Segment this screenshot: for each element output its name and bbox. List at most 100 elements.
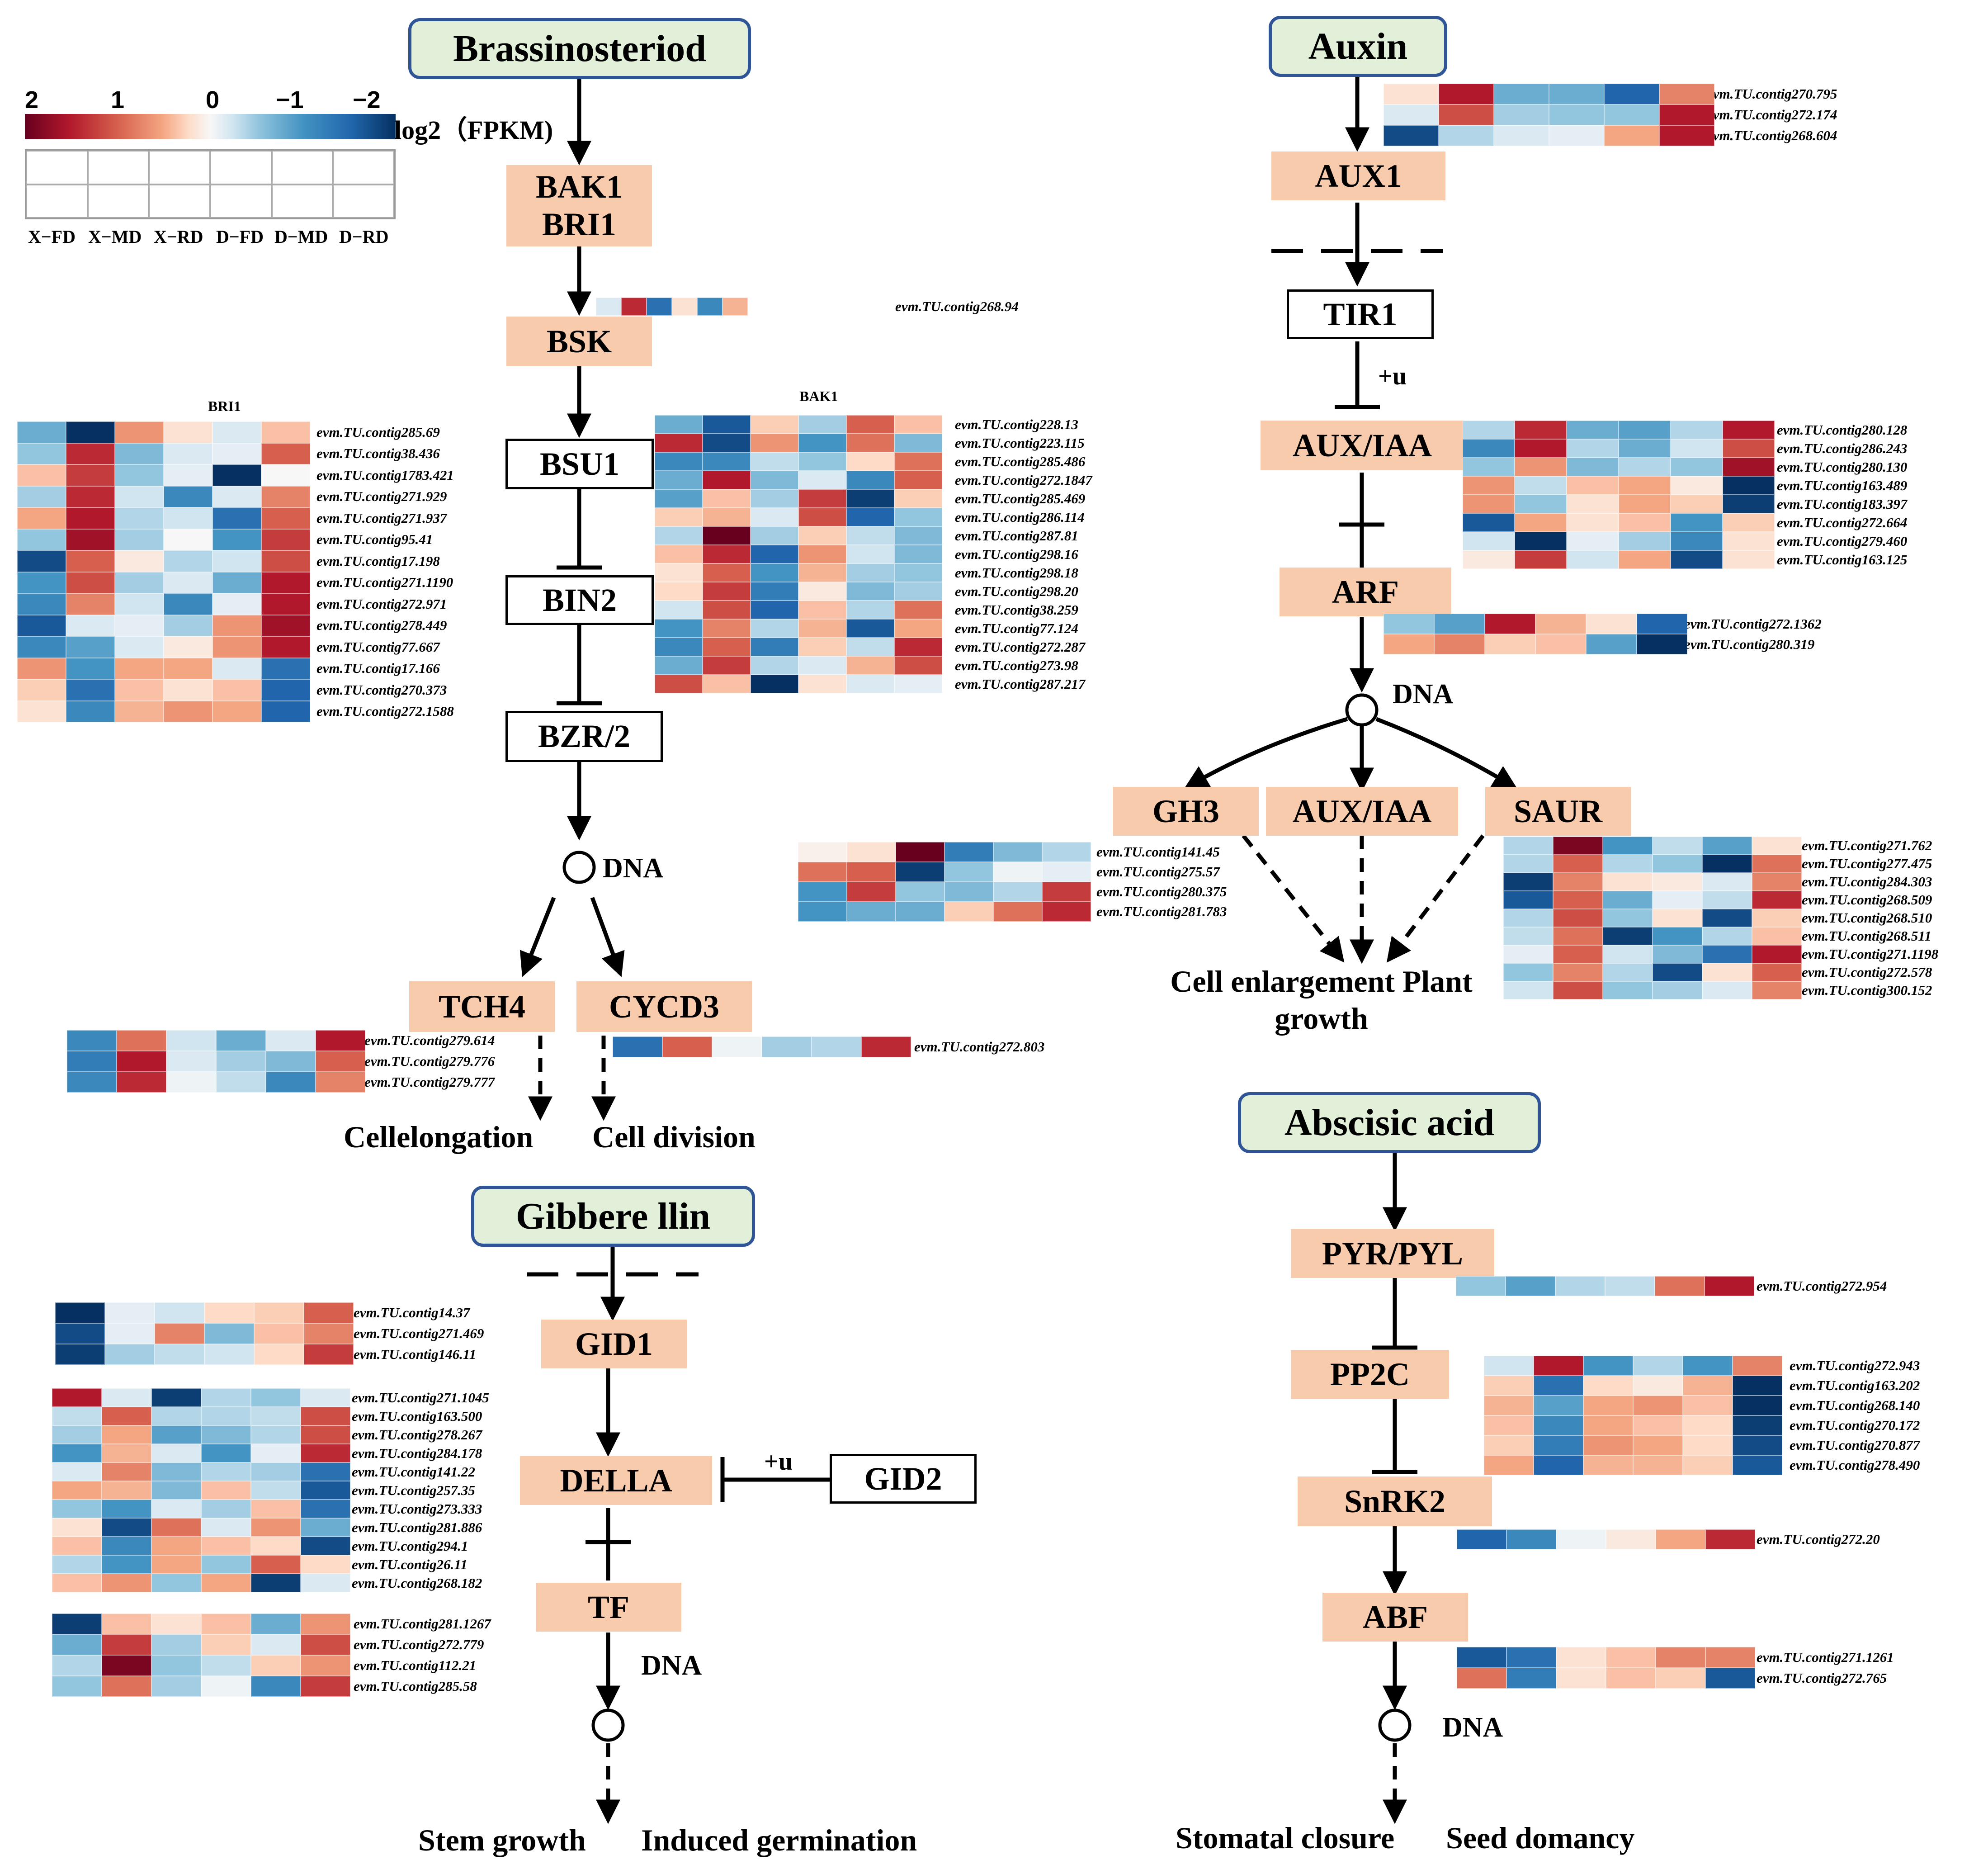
heatmap-row-label: evm.TU.contig271.469 [354, 1325, 484, 1341]
heatmap-cell [1503, 981, 1553, 999]
heatmap-row-label: evm.TU.contig163.489 [1777, 477, 1908, 493]
heatmap-cell [66, 679, 115, 701]
heatmap-row-label: evm.TU.contig272.1588 [316, 703, 454, 719]
heatmap-cell [944, 842, 993, 862]
heatmap-cell [115, 700, 164, 722]
heatmap-cell [66, 615, 115, 636]
heatmap-cell [301, 1676, 350, 1697]
heatmap-cell [301, 1518, 350, 1537]
heatmap-cell [212, 443, 261, 464]
heatmap-cell [1723, 421, 1775, 439]
heatmap-cell [105, 1302, 155, 1323]
heatmap-cell [115, 486, 164, 507]
heatmap-cell [1606, 1668, 1656, 1689]
heatmap-row [67, 1051, 365, 1072]
heatmap-cell [1567, 495, 1619, 513]
heatmap-cell [102, 1634, 151, 1655]
heatmap-cell [1503, 963, 1553, 981]
heatmap-cell [17, 550, 66, 572]
heatmap-cell [751, 415, 798, 434]
heatmap-cell [1633, 1455, 1683, 1475]
heatmap-cell [52, 1407, 102, 1425]
heatmap-cell [304, 1302, 354, 1323]
heatmap-cell [1506, 1529, 1556, 1549]
heatmap-cell [762, 1036, 812, 1057]
heatmap-cell [204, 1302, 254, 1323]
heatmap-row [1503, 981, 1802, 999]
heatmap-cell [1534, 1356, 1583, 1376]
heatmap-cell [55, 1344, 105, 1365]
heatmap-cell [251, 1388, 301, 1407]
heatmap-cell [1671, 421, 1723, 439]
dna-label: DNA [603, 853, 664, 884]
heatmap-cell [66, 443, 115, 464]
heatmap-cell [1752, 909, 1802, 927]
heatmap-cell [301, 1481, 350, 1500]
heatmap-aux1 [1384, 84, 1714, 146]
heatmap-row [1463, 532, 1775, 550]
heatmap-cell [17, 636, 66, 658]
heatmap-cell [993, 882, 1042, 902]
heatmap-cell [52, 1500, 102, 1518]
heatmap-cell [1515, 476, 1567, 495]
heatmap-cell [1549, 104, 1604, 125]
legend-unit: log2（FPKM) [394, 115, 553, 145]
heatmap-cell [1653, 891, 1702, 909]
heatmap-cell [1653, 909, 1702, 927]
heatmap-row [1456, 1276, 1754, 1296]
heatmap-cell [1534, 1435, 1583, 1455]
heatmap-row [1463, 550, 1775, 569]
gene-cycd3: CYCD3 [576, 981, 752, 1032]
heatmap-cell [896, 842, 944, 862]
heatmap-cell [798, 638, 846, 656]
heatmap-cell [166, 1072, 216, 1093]
heatmap-cell [52, 1481, 102, 1500]
heatmap-cell [798, 526, 846, 545]
heatmap-gid1a [55, 1302, 354, 1365]
heatmap-cell [301, 1555, 350, 1574]
heatmap-row [52, 1555, 350, 1574]
heatmap-cell [846, 582, 894, 601]
heatmap-cell [1515, 421, 1567, 439]
heatmap-cell [66, 486, 115, 507]
heatmap-cell [655, 619, 703, 638]
heatmap-cell [1553, 873, 1603, 891]
heatmap-cell [1042, 902, 1091, 922]
heatmap-row [1457, 1668, 1755, 1689]
heatmap-cell [151, 1614, 201, 1634]
heatmap-cell [66, 593, 115, 615]
heatmap-cell [596, 298, 621, 316]
gene-label: BRI1 [542, 206, 617, 242]
legend-tick: −1 [276, 86, 304, 114]
heatmap-cell [1515, 439, 1567, 458]
heatmap-row-label: evm.TU.contig268.94 [895, 298, 1019, 314]
pathway-title-brassinosteroid: Brassinosteriod [408, 18, 751, 79]
heatmap-cell [1484, 1356, 1534, 1376]
heatmap-cell [301, 1388, 350, 1407]
heatmap-cell [52, 1634, 102, 1655]
heatmap-cell [201, 1388, 251, 1407]
heatmap-cell [151, 1655, 201, 1676]
heatmap-cell [1549, 125, 1604, 146]
heatmap-row [655, 601, 942, 619]
heatmap-cell [1619, 476, 1671, 495]
heatmap-row-label: evm.TU.contig163.500 [352, 1408, 482, 1424]
heatmap-cell [1556, 1529, 1606, 1549]
heatmap-cell [251, 1481, 301, 1500]
heatmap-cell [1603, 855, 1653, 873]
heatmap-cell [1553, 945, 1603, 963]
heatmap-cell [1683, 1396, 1733, 1415]
heatmap-cell [266, 1030, 316, 1051]
heatmap-cell [1484, 1415, 1534, 1435]
heatmap-cell [115, 615, 164, 636]
heatmap-cell [212, 593, 261, 615]
heatmap-cell [1671, 439, 1723, 458]
heatmap-cell [1534, 1415, 1583, 1435]
heatmap-cell [166, 1051, 216, 1072]
heatmap-cell [1671, 476, 1723, 495]
heatmap-cell [55, 1323, 105, 1344]
heatmap-row-label: evm.TU.contig257.35 [352, 1482, 475, 1498]
heatmap-cell [261, 593, 310, 615]
heatmap-row-label: evm.TU.contig272.664 [1777, 514, 1908, 530]
heatmap-cell [1503, 927, 1553, 945]
